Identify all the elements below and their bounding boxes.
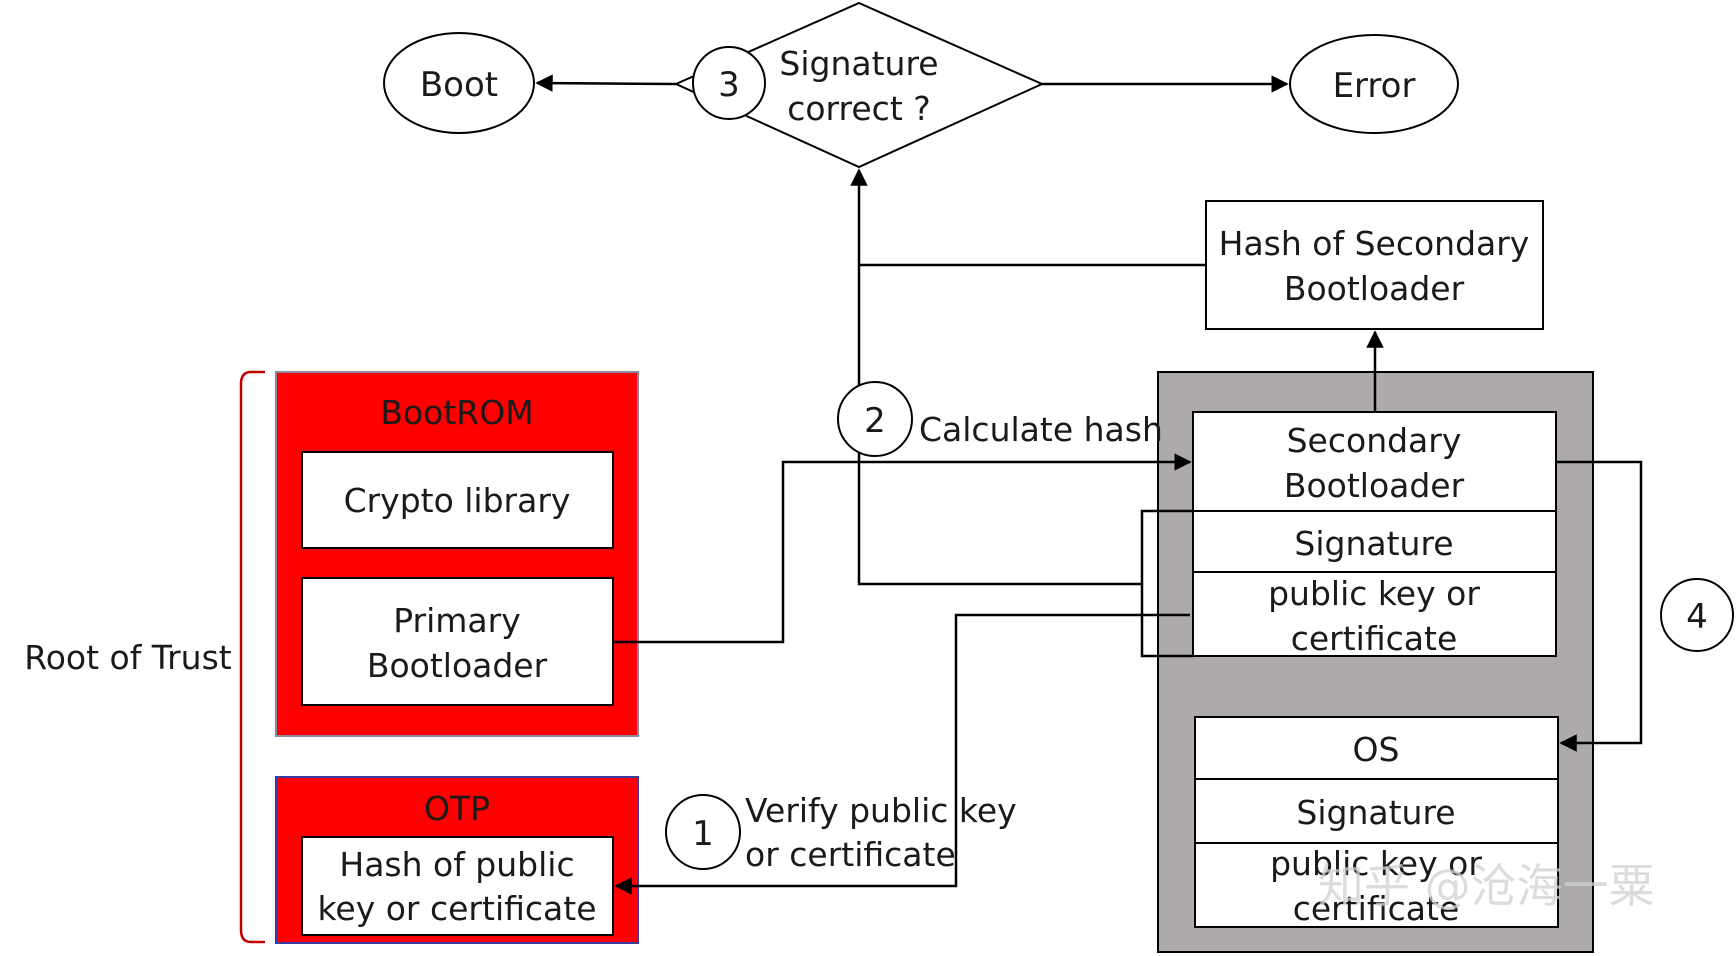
otp-hash-box: Hash of public key or certificate [301, 836, 614, 936]
error-label: Error [1333, 66, 1416, 106]
otp-block: OTP Hash of public key or certificate [275, 776, 639, 944]
verify-label-line2: or certificate [745, 835, 956, 874]
primary-bootloader-line2: Bootloader [367, 646, 548, 685]
secondary-bootloader-line2: Bootloader [1284, 466, 1465, 505]
boot-terminal: Boot [383, 32, 535, 134]
primary-bootloader-box: Primary Bootloader [301, 577, 614, 706]
otp-hash-line1: Hash of public [339, 845, 574, 884]
bootrom-block: BootROM Crypto library Primary Bootloade… [275, 371, 639, 737]
otp-hash-line2: key or certificate [317, 889, 596, 928]
root-of-trust-bracket [239, 370, 265, 944]
os-title: OS [1353, 730, 1400, 769]
secondary-bootloader-stack: Secondary Bootloader Signature public ke… [1192, 411, 1557, 658]
secondary-key-line2: certificate [1291, 619, 1458, 658]
hash-secondary-line1: Hash of Secondary [1219, 224, 1530, 263]
arrow-verify-key [614, 613, 1190, 895]
bootrom-title: BootROM [380, 393, 533, 432]
step-4-circle: 4 [1660, 578, 1734, 652]
error-terminal: Error [1289, 34, 1459, 134]
os-signature-label: Signature [1296, 793, 1455, 832]
arrow-signature-to-decision [850, 168, 1142, 586]
step-3-number: 3 [718, 65, 740, 105]
arrow-to-os [1556, 460, 1643, 752]
calculate-hash-label: Calculate hash [919, 410, 1163, 449]
verify-label-line1: Verify public key [745, 791, 1017, 830]
watermark: 知乎 @沧海一粟 [1318, 859, 1655, 913]
primary-bootloader-line1: Primary [393, 601, 521, 640]
step-4-number: 4 [1686, 597, 1708, 637]
os-key-line2: certificate [1293, 889, 1460, 928]
secondary-signature-label: Signature [1294, 524, 1453, 563]
os-key-line1: public key or [1270, 844, 1482, 883]
os-stack: OS Signature public key or certificate [1194, 716, 1559, 928]
step-3-circle: 3 [692, 46, 766, 120]
crypto-library-label: Crypto library [344, 481, 571, 520]
root-of-trust-label: Root of Trust [24, 638, 232, 677]
secondary-bootloader-line1: Secondary [1287, 421, 1462, 460]
step-1-circle: 1 [665, 794, 741, 870]
secondary-key-line1: public key or [1268, 574, 1480, 613]
signature-decision: Signature correct ? [673, 1, 1045, 169]
arrow-to-boot [535, 74, 677, 92]
step-1-number: 1 [692, 814, 714, 854]
storage-block: Secondary Bootloader Signature public ke… [1157, 371, 1594, 953]
hash-secondary-line2: Bootloader [1284, 269, 1465, 308]
step-2-circle: 2 [837, 381, 913, 457]
step-2-number: 2 [864, 401, 886, 441]
crypto-library-box: Crypto library [301, 451, 614, 549]
decision-line2: correct ? [787, 89, 931, 128]
boot-label: Boot [420, 65, 498, 105]
hash-secondary-box: Hash of Secondary Bootloader [1205, 200, 1544, 330]
otp-title: OTP [424, 789, 490, 828]
decision-line1: Signature [779, 44, 938, 83]
arrow-calculate-hash [613, 453, 1192, 644]
